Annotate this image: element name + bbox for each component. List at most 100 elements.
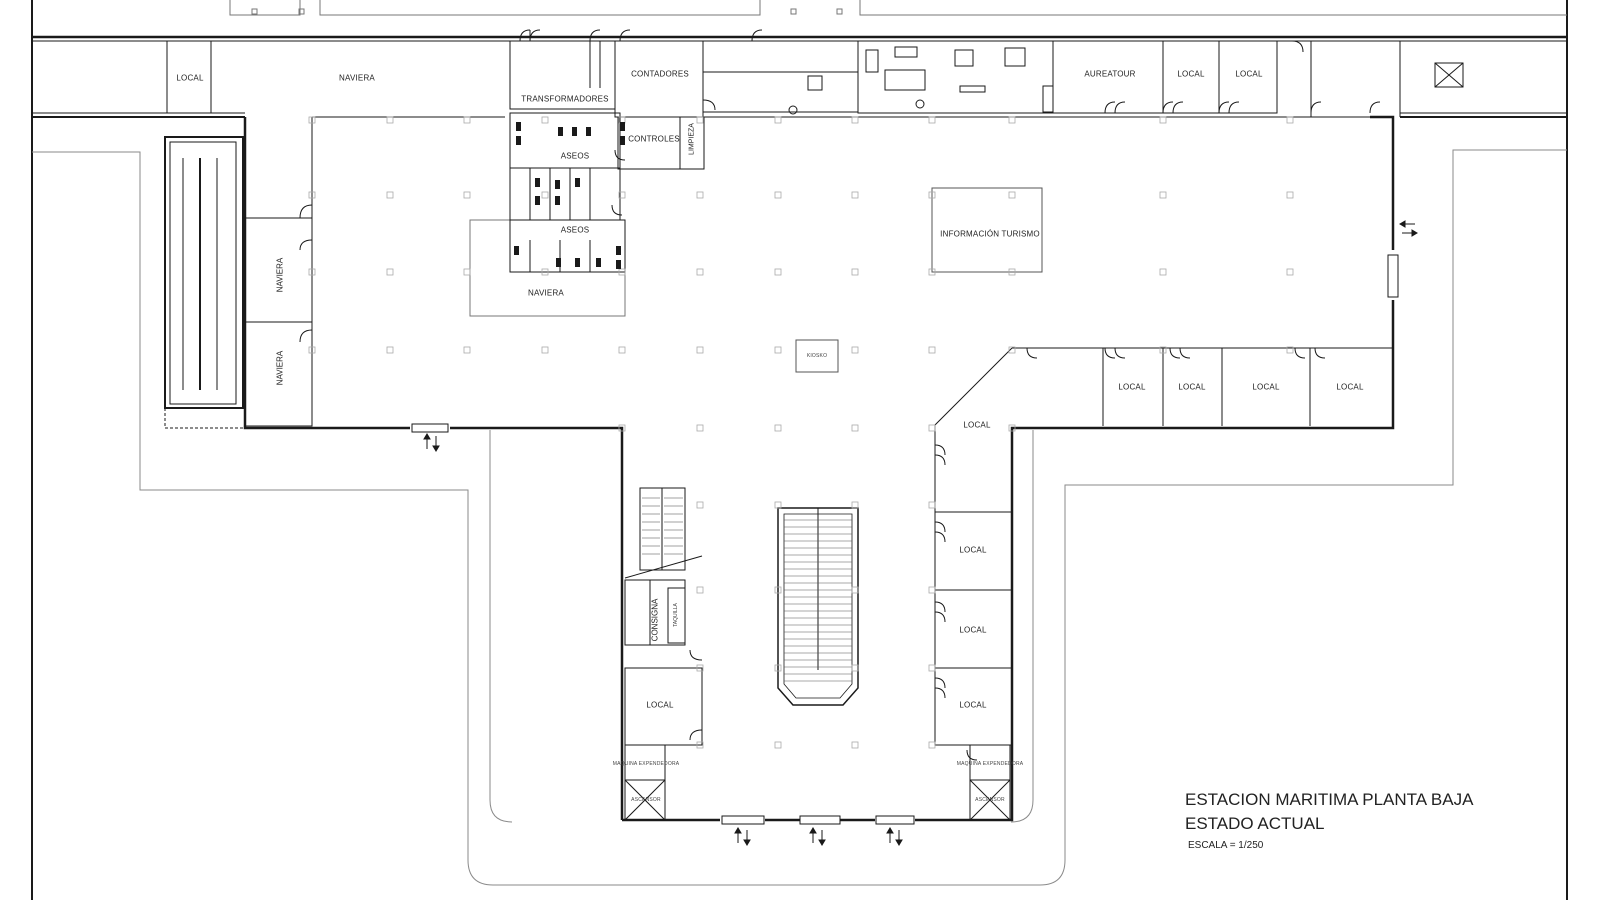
column xyxy=(774,424,782,432)
north-corridor xyxy=(32,35,1567,118)
column xyxy=(774,116,782,124)
column xyxy=(774,586,782,594)
column xyxy=(928,268,936,276)
column xyxy=(774,268,782,276)
vending-label-2: MAQUINA EXPENDEDORA xyxy=(956,761,1024,767)
column xyxy=(696,586,704,594)
door-swings xyxy=(299,29,1381,761)
info-booth xyxy=(795,187,1043,373)
column xyxy=(1008,191,1016,199)
column xyxy=(618,268,626,276)
column xyxy=(774,346,782,354)
column xyxy=(928,586,936,594)
column xyxy=(1286,268,1294,276)
elevator-label-2: ASCENSOR xyxy=(975,797,1005,803)
ne-shaft xyxy=(1434,62,1464,88)
room-naviera-west-2: NAVIERA xyxy=(275,350,285,386)
room-local-e-3: LOCAL xyxy=(1252,382,1280,392)
room-naviera-top: NAVIERA xyxy=(339,73,375,83)
room-auriatour: AUREATOUR xyxy=(1084,69,1136,79)
column xyxy=(696,424,704,432)
column xyxy=(851,268,859,276)
vending-label-1: MAQUINA EXPENDEDORA xyxy=(612,761,680,767)
site-outline xyxy=(32,149,1567,886)
column xyxy=(463,346,471,354)
column xyxy=(928,664,936,672)
room-transformadores: TRANSFORMADORES xyxy=(521,94,609,104)
column xyxy=(1008,424,1016,432)
elevator-label-1: ASCENSOR xyxy=(631,797,661,803)
column xyxy=(463,268,471,276)
west-ramp xyxy=(164,136,244,429)
entrance-arrows xyxy=(411,220,1418,846)
drawing-subtitle: ESTADO ACTUAL xyxy=(1185,814,1325,833)
room-local-e-2: LOCAL xyxy=(1178,382,1206,392)
room-contadores: CONTADORES xyxy=(631,69,689,79)
column xyxy=(851,664,859,672)
column xyxy=(851,346,859,354)
room-consigna: CONSIGNA xyxy=(650,598,660,642)
column xyxy=(851,741,859,749)
column xyxy=(774,741,782,749)
room-aseos-2: ASEOS xyxy=(560,225,590,235)
column xyxy=(1286,346,1294,354)
room-local-nw: LOCAL xyxy=(176,73,204,83)
column xyxy=(851,116,859,124)
column xyxy=(308,191,316,199)
column xyxy=(1008,268,1016,276)
column xyxy=(1286,116,1294,124)
column xyxy=(386,116,394,124)
room-naviera-west-1: NAVIERA xyxy=(275,257,285,293)
column xyxy=(928,191,936,199)
column xyxy=(851,191,859,199)
column xyxy=(1159,346,1167,354)
main-building-walls xyxy=(243,115,1395,822)
room-local-s-2: LOCAL xyxy=(959,625,987,635)
room-local-ne-1: LOCAL xyxy=(1177,69,1205,79)
column xyxy=(928,424,936,432)
toilet-fixtures xyxy=(514,122,625,269)
room-local-ne-2: LOCAL xyxy=(1235,69,1263,79)
column xyxy=(386,346,394,354)
column xyxy=(308,268,316,276)
kiosk-label: KIOSKO xyxy=(806,353,828,359)
room-local-s-3: LOCAL xyxy=(959,700,987,710)
column xyxy=(1159,191,1167,199)
room-taquilla: TAQUILLA xyxy=(673,603,679,627)
column xyxy=(386,191,394,199)
column xyxy=(928,346,936,354)
column xyxy=(463,191,471,199)
column xyxy=(696,741,704,749)
column xyxy=(541,191,549,199)
drawing-scale: ESCALA = 1/250 xyxy=(1188,840,1264,851)
north-rooms xyxy=(509,40,1401,118)
column xyxy=(774,501,782,509)
column xyxy=(541,116,549,124)
room-limpieza: LIMPIEZA xyxy=(688,123,696,155)
column xyxy=(386,268,394,276)
column xyxy=(696,346,704,354)
column xyxy=(1008,116,1016,124)
column xyxy=(541,268,549,276)
column xyxy=(851,424,859,432)
room-naviera-center: NAVIERA xyxy=(528,288,564,298)
column xyxy=(463,116,471,124)
column xyxy=(308,116,316,124)
room-aseos-1: ASEOS xyxy=(560,151,590,161)
column xyxy=(618,191,626,199)
column xyxy=(696,268,704,276)
room-local-e-1: LOCAL xyxy=(1118,382,1146,392)
column xyxy=(928,116,936,124)
office-furniture xyxy=(788,46,1054,115)
room-local-diag: LOCAL xyxy=(963,420,991,430)
column xyxy=(774,191,782,199)
column xyxy=(696,664,704,672)
room-informacion-turismo: INFORMACIÓN TURISMO xyxy=(940,229,1040,239)
column xyxy=(618,346,626,354)
column xyxy=(696,501,704,509)
column xyxy=(696,191,704,199)
west-rooms xyxy=(244,117,313,427)
top-site-strip xyxy=(229,0,1567,16)
column xyxy=(1286,191,1294,199)
